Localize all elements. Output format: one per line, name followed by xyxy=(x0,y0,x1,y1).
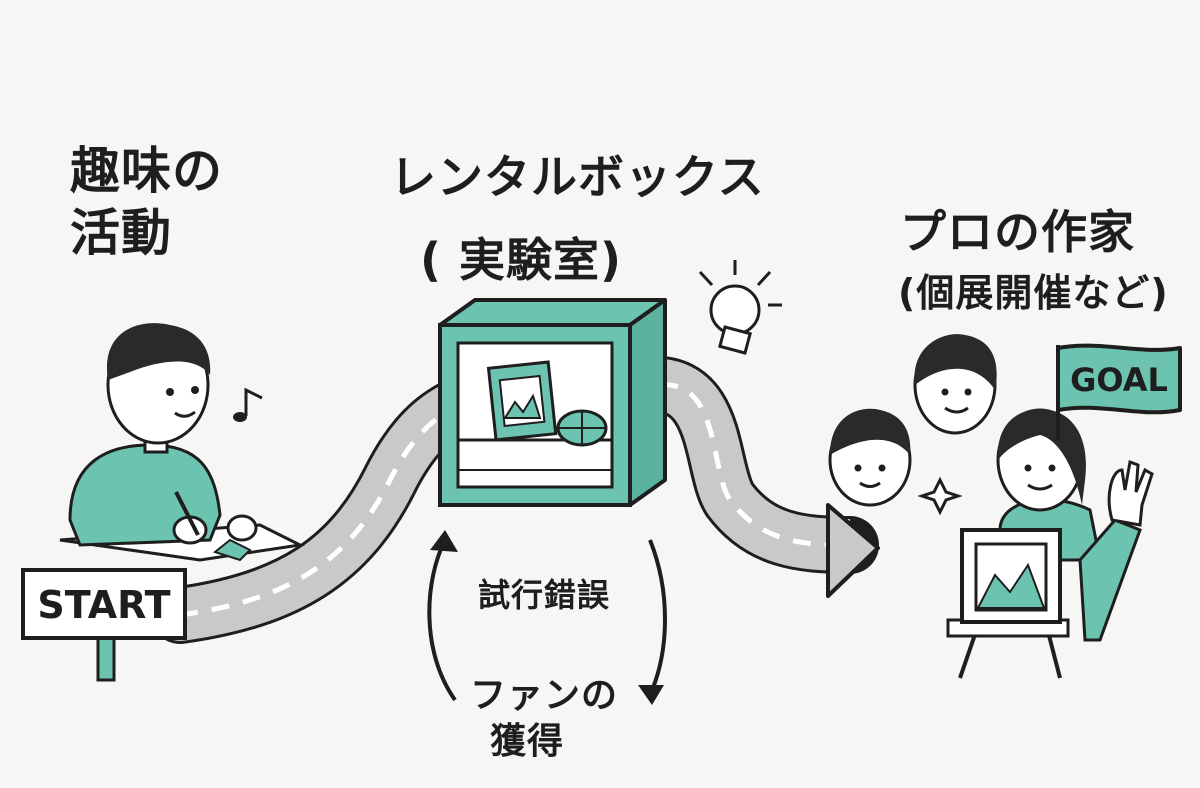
hobby-title-line1: 趣味の xyxy=(70,142,223,200)
loop-arrow-left-head-icon xyxy=(430,530,458,552)
hobby-person-illustration xyxy=(59,323,305,562)
sparkle-icon xyxy=(917,476,963,516)
goal-flag-text: GOAL xyxy=(1070,361,1168,399)
loop-arrow-right xyxy=(648,539,667,696)
easel-painting-illustration xyxy=(946,528,1070,679)
goal-flag xyxy=(1056,343,1182,440)
pro-artist-subtitle: (個展開催など) xyxy=(898,271,1169,315)
hobby-title-line2: 活動 xyxy=(70,204,172,262)
lightbulb-icon xyxy=(698,260,782,355)
start-sign xyxy=(21,568,187,682)
trial-and-error-label: 試行錯誤 xyxy=(478,576,611,614)
fan-acquisition-label-line1: ファンの xyxy=(470,675,619,716)
start-sign-text: START xyxy=(37,583,170,627)
music-note-icon xyxy=(233,387,263,422)
hobby-stage-title: 趣味の 活動 xyxy=(70,140,270,264)
rental-box-illustration xyxy=(438,298,667,507)
road-arrow-head-icon xyxy=(826,503,880,598)
rental-box-title: レンタルボックス xyxy=(390,150,765,204)
loop-arrow-right-head-icon xyxy=(638,685,664,705)
rental-box-subtitle: ( 実験室) xyxy=(420,233,623,287)
loop-arrow-left xyxy=(427,539,457,702)
road-centerline-start xyxy=(179,397,472,618)
pro-artist-title: プロの作家 xyxy=(900,205,1135,259)
fan-acquisition-label-line2: 獲得 xyxy=(490,721,565,762)
